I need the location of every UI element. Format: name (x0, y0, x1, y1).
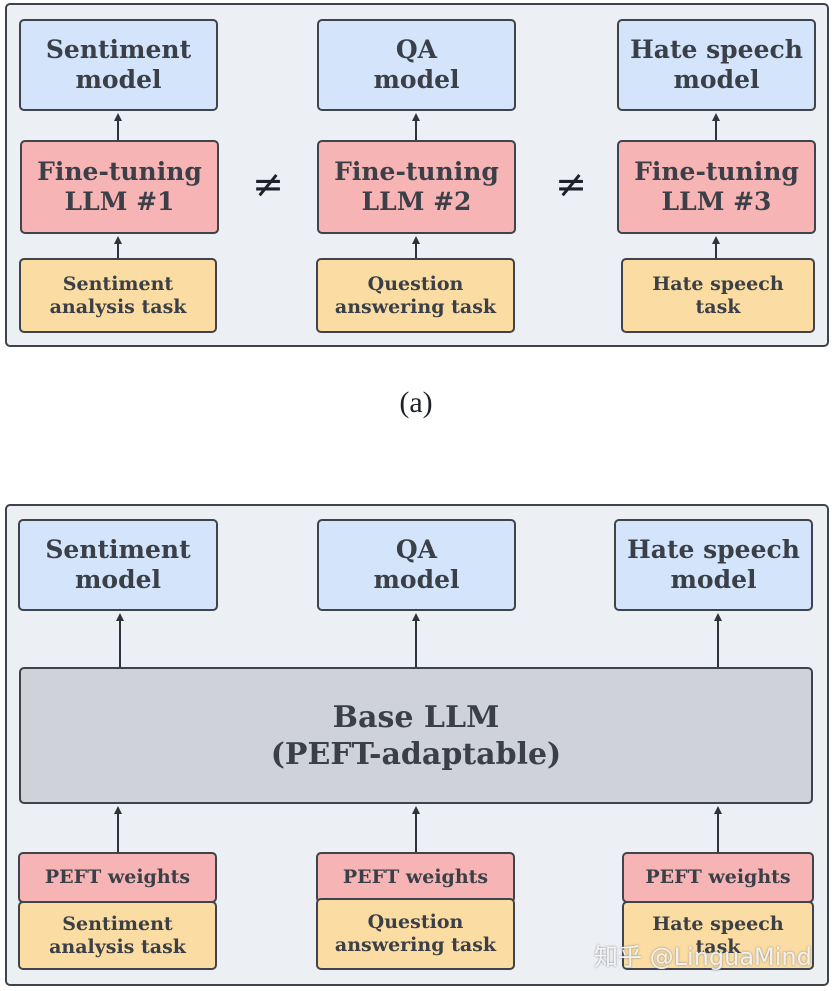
question-answering-task-box: Question answering task (316, 258, 515, 333)
figure-caption: (a) (399, 386, 433, 419)
peft-weights-box: PEFT weights (18, 852, 217, 903)
sentiment-analysis-task-box: Sentiment analysis task (19, 258, 217, 333)
sentiment-model-box: Sentiment model (19, 19, 218, 111)
qa-model-box: QA model (317, 519, 516, 611)
sentiment-analysis-task-box: Sentiment analysis task (18, 901, 217, 970)
not-equal-symbol: ≠ (252, 162, 284, 206)
peft-weights-box: PEFT weights (316, 852, 515, 903)
fine-tuning-llm-3-box: Fine-tuning LLM #3 (617, 140, 816, 234)
hate-speech-model-box: Hate speech model (614, 519, 813, 611)
not-equal-symbol: ≠ (555, 162, 587, 206)
base-llm-box: Base LLM (PEFT-adaptable) (19, 667, 813, 804)
hate-speech-model-box: Hate speech model (617, 19, 816, 111)
hate-speech-task-box: Hate speech task (622, 901, 814, 970)
watermark: 知乎 @LinguaMind (594, 943, 812, 971)
fine-tuning-llm-2-box: Fine-tuning LLM #2 (317, 140, 516, 234)
peft-weights-box: PEFT weights (622, 852, 814, 903)
question-answering-task-box: Question answering task (316, 898, 515, 970)
sentiment-model-box: Sentiment model (18, 519, 218, 611)
fine-tuning-llm-1-box: Fine-tuning LLM #1 (20, 140, 219, 234)
qa-model-box: QA model (317, 19, 516, 111)
hate-speech-task-box: Hate speech task (621, 258, 815, 333)
